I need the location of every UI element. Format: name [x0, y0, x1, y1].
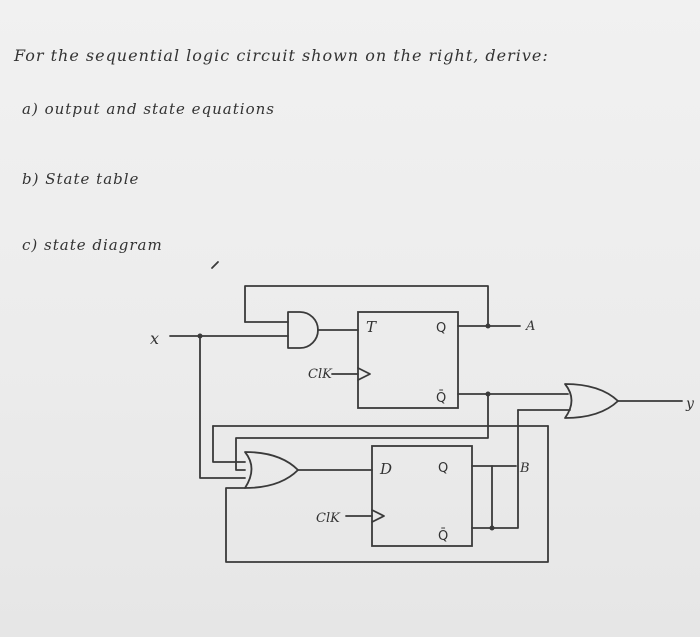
wire-feedback-b: [225, 425, 549, 563]
wire-x-to-or: [199, 335, 246, 479]
ff-top-q: Q: [436, 321, 446, 336]
question-item-a: a) output and state equations: [22, 100, 275, 118]
question-intro: For the sequential logic circuit shown o…: [14, 46, 549, 65]
junction-qbar-a: [485, 391, 491, 397]
input-x-label: x: [150, 329, 159, 348]
ff-bottom-clock-triangle: [371, 509, 385, 523]
item-label: b): [22, 170, 40, 188]
ff-bottom-qbar: Q̄: [438, 529, 448, 544]
output-a-label: A: [525, 319, 535, 334]
item-text: state diagram: [44, 236, 163, 254]
wire-qbar-b-to-output: [491, 409, 519, 529]
input-or-gate: [244, 451, 299, 489]
wire-feedback-a: [244, 285, 489, 327]
item-text: output and state equations: [44, 100, 275, 118]
ff-bottom-clock-label: ClK: [316, 511, 341, 526]
item-label: a): [22, 100, 39, 118]
question-item-c: c) state diagram: [22, 236, 163, 254]
item-text: State table: [45, 170, 140, 188]
wire-qbar-a-to-or: [235, 393, 489, 471]
output-y-label: y: [685, 396, 695, 412]
ff-top-input: T: [366, 318, 377, 336]
wire-or-in-top: [212, 425, 246, 463]
pen-mark: [211, 261, 219, 269]
t-flipflop: [357, 311, 459, 409]
item-label: c): [22, 236, 39, 254]
ff-top-clock-triangle: [357, 367, 371, 381]
ff-bottom-input: D: [379, 460, 392, 478]
output-or-gate: [564, 383, 619, 419]
junction-x: [197, 333, 203, 339]
ff-bottom-q: Q: [438, 461, 448, 476]
ff-top-qbar: Q̄: [436, 391, 446, 406]
question-item-b: b) State table: [22, 170, 139, 188]
and-gate: [287, 311, 319, 349]
junction-qbar-b: [489, 525, 495, 531]
d-flipflop: [371, 445, 473, 547]
output-b-label: B: [519, 461, 530, 476]
ff-top-clock-label: ClK: [308, 367, 333, 382]
